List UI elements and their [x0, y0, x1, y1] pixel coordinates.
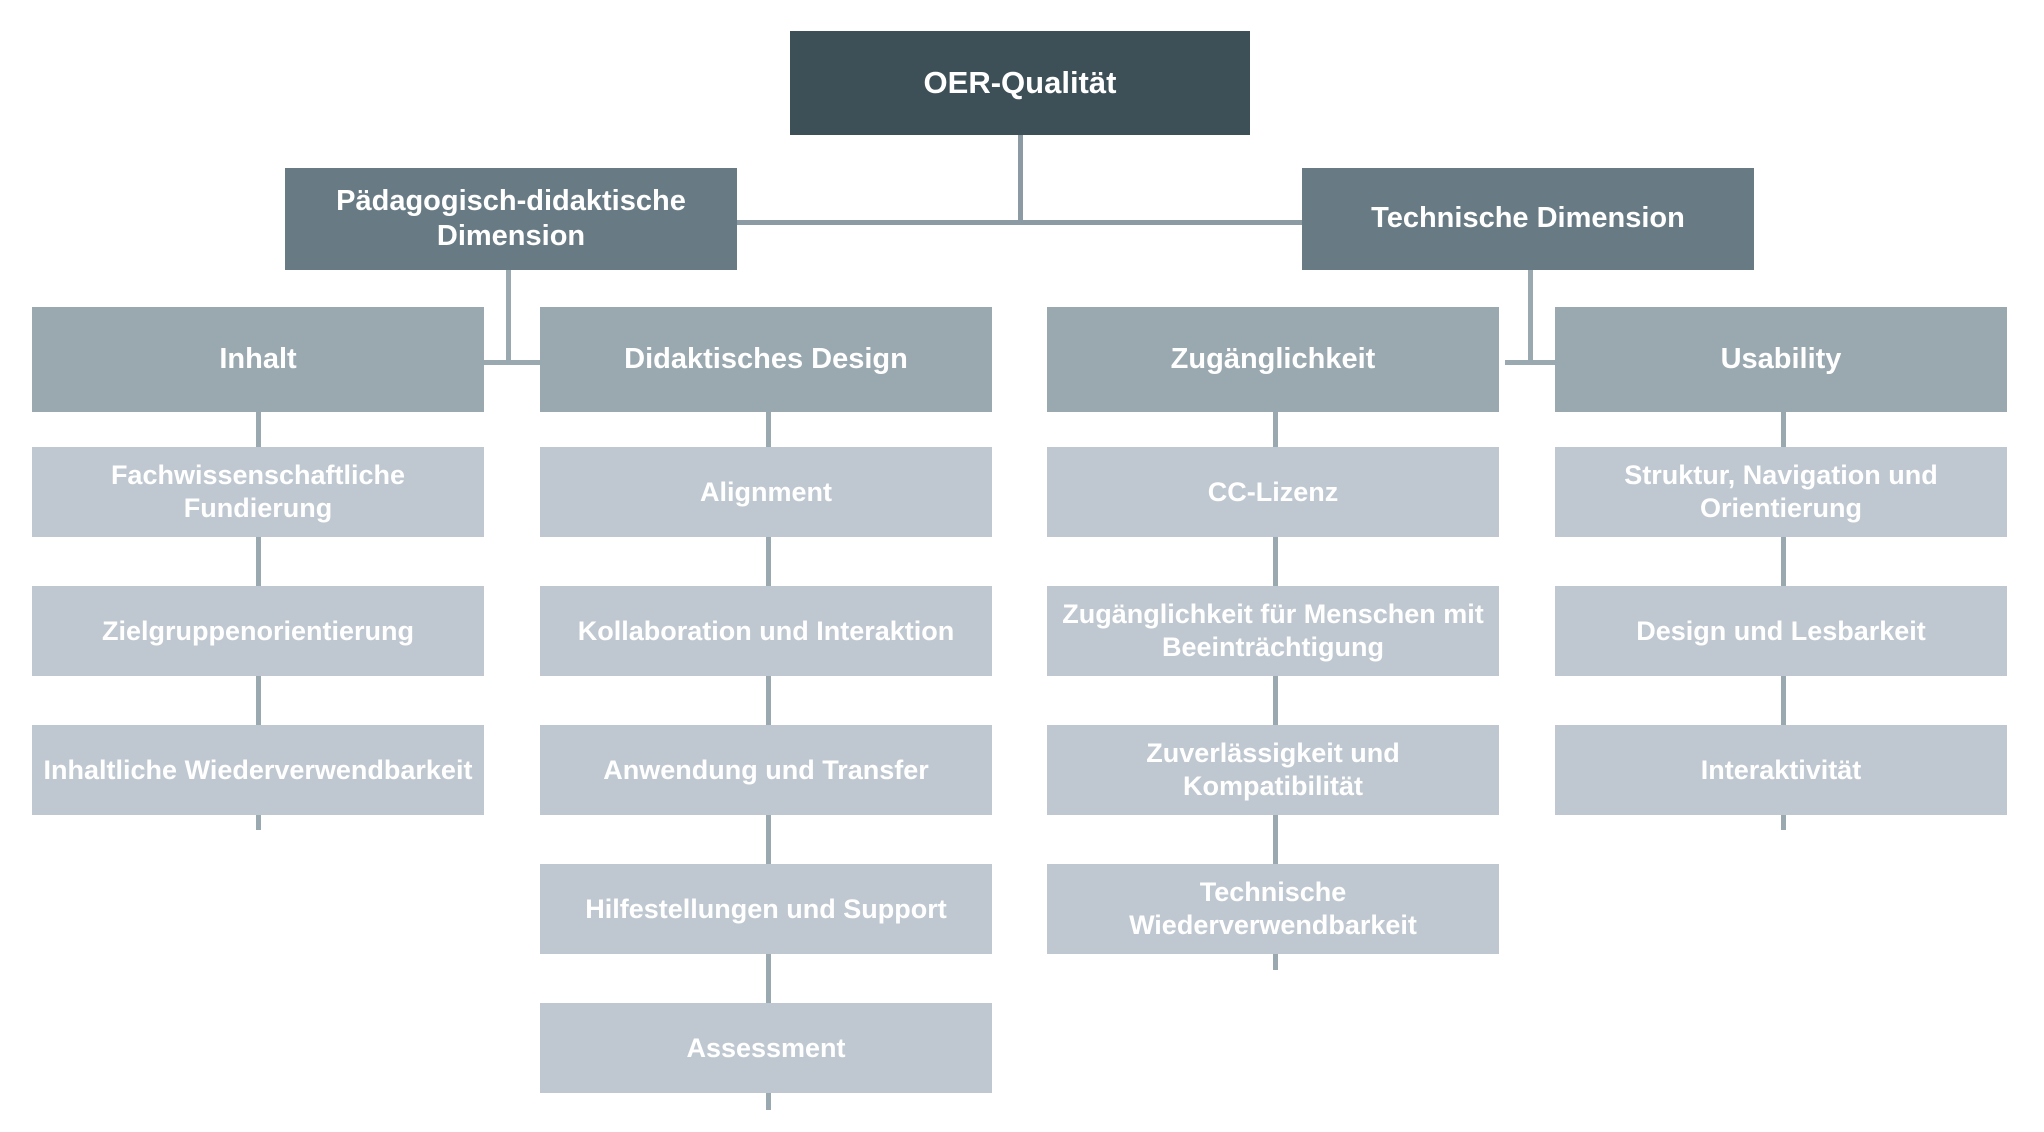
node-technische-wiederverwendbarkeit[interactable]: Technische Wiederverwendbarkeit — [1047, 864, 1499, 954]
connector-level1-bus — [735, 220, 1302, 225]
node-fachwissenschaftliche-fundierung[interactable]: Fachwissenschaftliche Fundierung — [32, 447, 484, 537]
node-inhalt[interactable]: Inhalt — [32, 307, 484, 412]
node-alignment[interactable]: Alignment — [540, 447, 992, 537]
node-usability[interactable]: Usability — [1555, 307, 2007, 412]
node-kollaboration-und-interaktion[interactable]: Kollaboration und Interaktion — [540, 586, 992, 676]
node-hilfestellungen-und-support[interactable]: Hilfestellungen und Support — [540, 864, 992, 954]
connector-col3-stem — [1273, 410, 1278, 970]
node-pedagogic-didactic-dimension[interactable]: Pädagogisch-didaktische Dimension — [285, 168, 737, 270]
connector-technical-bus — [1505, 360, 1575, 365]
node-didaktisches-design[interactable]: Didaktisches Design — [540, 307, 992, 412]
node-interaktivitaet[interactable]: Interaktivität — [1555, 725, 2007, 815]
node-inhaltliche-wiederverwendbarkeit[interactable]: Inhaltliche Wiederverwendbarkeit — [32, 725, 484, 815]
connector-technical-down — [1528, 268, 1533, 363]
connector-pedagogic-down — [506, 268, 511, 363]
node-technical-dimension[interactable]: Technische Dimension — [1302, 168, 1754, 270]
node-assessment[interactable]: Assessment — [540, 1003, 992, 1093]
node-zugaenglichkeit-fuer-menschen-mit-beeintraechtigung[interactable]: Zugänglichkeit für Menschen mit Beeinträ… — [1047, 586, 1499, 676]
node-oer-qualitaet[interactable]: OER-Qualität — [790, 31, 1250, 135]
node-struktur-navigation-und-orientierung[interactable]: Struktur, Navigation und Orientierung — [1555, 447, 2007, 537]
connector-to-technical — [1299, 220, 1304, 223]
node-zielgruppenorientierung[interactable]: Zielgruppenorientierung — [32, 586, 484, 676]
node-cc-lizenz[interactable]: CC-Lizenz — [1047, 447, 1499, 537]
connector-root-down — [1018, 133, 1023, 223]
connector-pedagogic-bus — [483, 360, 553, 365]
node-anwendung-und-transfer[interactable]: Anwendung und Transfer — [540, 725, 992, 815]
node-zugaenglichkeit[interactable]: Zugänglichkeit — [1047, 307, 1499, 412]
node-zuverlaessigkeit-und-kompatibilitaet[interactable]: Zuverlässigkeit und Kompatibilität — [1047, 725, 1499, 815]
node-design-und-lesbarkeit[interactable]: Design und Lesbarkeit — [1555, 586, 2007, 676]
